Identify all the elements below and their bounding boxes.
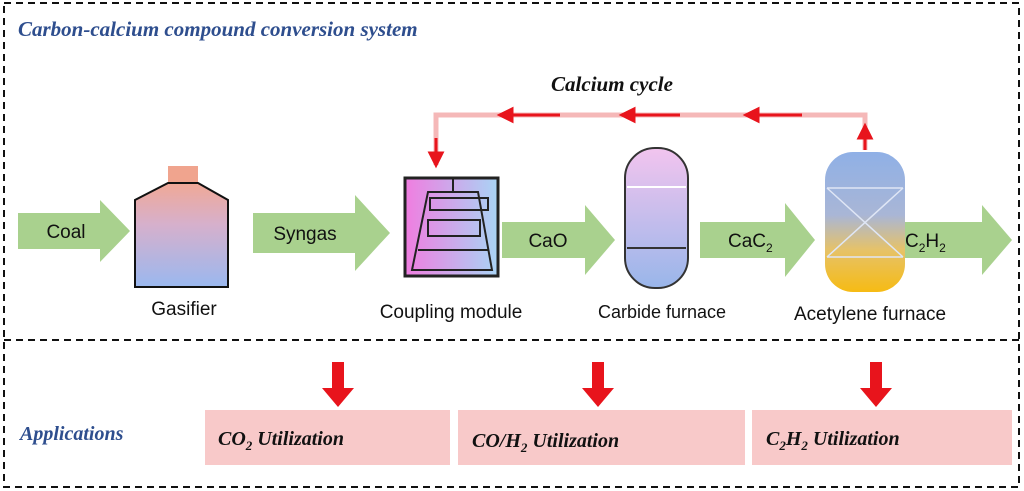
svg-text:Coal: Coal bbox=[46, 222, 85, 243]
c2h2-utilization-box: C2H2 Utilization bbox=[752, 410, 1012, 465]
application-arrows bbox=[322, 362, 892, 407]
svg-text:C2H2 Utilization: C2H2 Utilization bbox=[766, 428, 900, 453]
cao-arrow: CaO bbox=[502, 205, 615, 275]
c2h2-arrow: C2H2 bbox=[898, 205, 1012, 275]
gasifier-label: Gasifier bbox=[151, 299, 217, 320]
acetylene-furnace-label: Acetylene furnace bbox=[794, 304, 946, 325]
calcium-cycle-label: Calcium cycle bbox=[551, 72, 673, 96]
co2-utilization-box: CO2 Utilization bbox=[205, 410, 450, 465]
coupling-module-label: Coupling module bbox=[380, 302, 523, 323]
svg-text:Syngas: Syngas bbox=[273, 224, 336, 245]
calcium-cycle-loop bbox=[427, 106, 874, 169]
carbide-furnace-label: Carbide furnace bbox=[598, 302, 726, 322]
svg-text:CO2 Utilization: CO2 Utilization bbox=[218, 428, 344, 453]
co-h2-utilization-box: CO/H2 Utilization bbox=[458, 410, 745, 465]
coal-arrow: Coal bbox=[18, 200, 130, 262]
carbide-furnace-unit bbox=[624, 147, 689, 289]
acetylene-furnace-unit bbox=[825, 152, 905, 292]
svg-text:CO/H2 Utilization: CO/H2 Utilization bbox=[472, 430, 619, 455]
svg-text:CaC2: CaC2 bbox=[728, 231, 773, 255]
syngas-arrow: Syngas bbox=[253, 195, 390, 271]
system-frame bbox=[3, 2, 1020, 488]
svg-text:CaO: CaO bbox=[528, 231, 567, 252]
cac2-arrow: CaC2 bbox=[700, 203, 815, 277]
svg-text:C2H2: C2H2 bbox=[905, 231, 946, 255]
applications-label: Applications bbox=[18, 423, 124, 445]
gasifier-unit bbox=[134, 166, 229, 288]
coupling-module-unit bbox=[403, 176, 500, 278]
diagram-title: Carbon-calcium compound conversion syste… bbox=[18, 17, 418, 41]
